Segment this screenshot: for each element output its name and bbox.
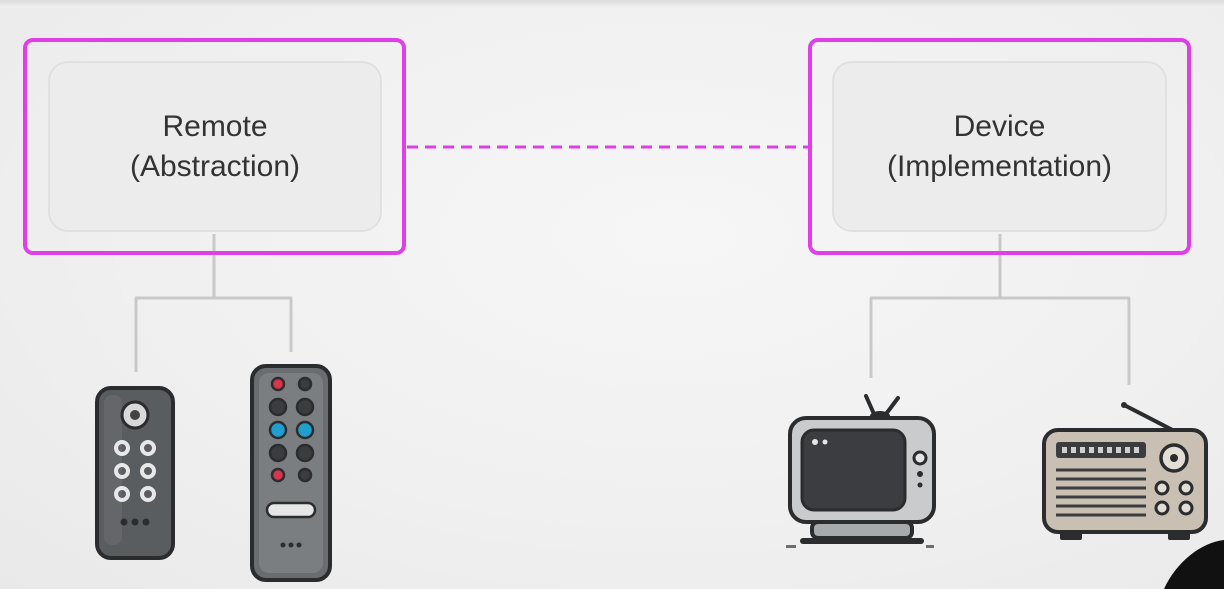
remote-full-icon: [250, 364, 332, 582]
implementation-node[interactable]: Device (Implementation): [832, 61, 1167, 232]
corner-overlay-shape: [1164, 540, 1224, 589]
abstraction-tree-lines: [134, 234, 293, 372]
abstraction-highlight: [23, 38, 406, 255]
implementation-title: Device: [953, 109, 1046, 143]
abstraction-title: Remote: [162, 109, 268, 143]
abstraction-subtitle: (Abstraction): [129, 149, 301, 183]
tv-icon: [786, 394, 936, 548]
remote-simple-icon: [95, 386, 175, 560]
implementation-highlight: [808, 38, 1191, 255]
top-edge-shadow: [0, 0, 1224, 8]
implementation-subtitle: (Implementation): [886, 149, 1113, 183]
radio-icon: [1042, 402, 1208, 540]
abstraction-node[interactable]: Remote (Abstraction): [48, 61, 382, 232]
implementation-tree-lines: [869, 234, 1131, 385]
